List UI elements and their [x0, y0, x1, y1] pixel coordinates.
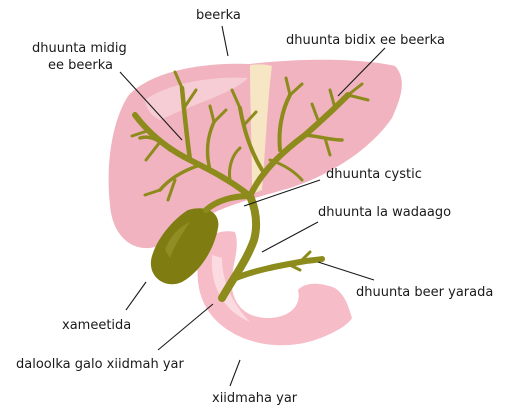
- leader-gallbladder: [126, 282, 146, 310]
- leader-liver: [222, 26, 228, 56]
- leader-pancreatic: [318, 262, 374, 280]
- label-gallbladder: xameetida: [62, 318, 131, 333]
- label-common-hepatic: dhuunta la wadaago: [318, 205, 451, 220]
- label-right-hepatic: dhuunta bidix ee beerka: [286, 33, 445, 48]
- leader-common-hepatic: [262, 222, 318, 252]
- label-liver: beerka: [196, 8, 241, 23]
- pancreatic-duct: [236, 259, 322, 278]
- label-bile-duct: daloolka galo xiidmah yar: [16, 357, 184, 372]
- leader-bile-duct: [158, 304, 213, 350]
- duodenum: [197, 231, 352, 345]
- label-left-hepatic-line1: dhuunta midig: [32, 41, 127, 56]
- leader-duodenum: [230, 360, 240, 386]
- label-left-hepatic-line2: ee beerka: [48, 58, 113, 73]
- label-duodenum: xiidmaha yar: [212, 391, 298, 406]
- label-pancreatic-duct: dhuunta beer yarada: [356, 285, 493, 300]
- label-cystic-duct: dhuunta cystic: [326, 167, 422, 182]
